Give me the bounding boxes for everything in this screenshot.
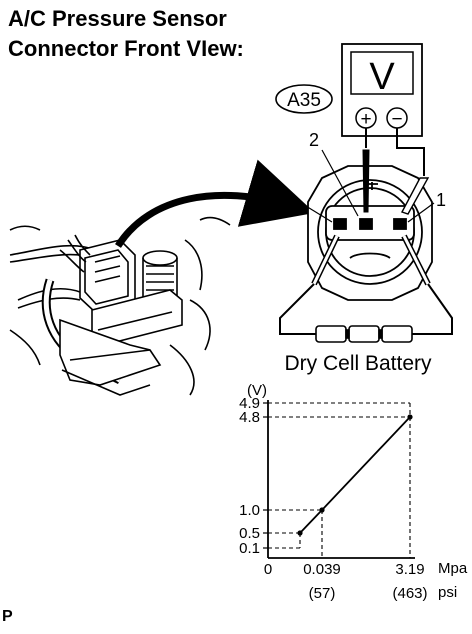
x-secondary-tick-label: (57) (309, 585, 336, 602)
pin-3 (333, 218, 347, 230)
data-point (407, 414, 413, 420)
title-line-1: A/C Pressure Sensor (8, 6, 227, 31)
pin-label-1: 1 (436, 190, 446, 210)
pin-label-3: 3 (257, 164, 267, 184)
pin-label-2: 2 (309, 130, 319, 150)
y-tick-label: 4.9 (239, 395, 260, 412)
battery-label: Dry Cell Battery (284, 352, 432, 375)
pin-1 (393, 218, 407, 230)
x-tick-label: 0.039 (303, 561, 341, 578)
y-tick-label: 1.0 (239, 502, 260, 519)
sensor-illustration (9, 216, 231, 396)
voltmeter: V + − (341, 43, 423, 137)
title-line-2: Connector Front VIew: (8, 36, 244, 61)
connector-id-text: A35 (287, 90, 321, 111)
y-axis-unit: (V) (247, 382, 267, 399)
footer-mark: P (2, 608, 13, 625)
y-tick-label: 0.1 (239, 540, 260, 557)
x-secondary-tick-label: (463) (392, 585, 427, 602)
y-tick-label: 4.8 (239, 409, 260, 426)
voltmeter-minus-terminal: − (391, 109, 402, 130)
pin-2 (359, 218, 373, 230)
voltage-pressure-chart: (V) 0.10.5 1.0 4.84.9 0 0.039 3.19 (57) (463) M… (239, 382, 468, 602)
data-point (297, 530, 303, 536)
pin-labels: 2 3 1 (257, 130, 446, 223)
connector-id-badge: A35 (275, 84, 333, 114)
voltmeter-plus-terminal: + (360, 109, 371, 130)
dry-cell-battery (315, 325, 413, 343)
x-axis-secondary-unit: psi (438, 584, 457, 601)
data-point (319, 507, 325, 513)
x-axis-unit: Mpa (438, 560, 468, 577)
test-leads (279, 128, 453, 335)
x-tick-label: 3.19 (395, 561, 424, 578)
voltmeter-symbol: V (369, 56, 395, 98)
pointer-arrow (115, 159, 315, 248)
y-tick-label: 0.5 (239, 525, 260, 542)
series-line (299, 416, 411, 534)
x-tick-label: 0 (264, 561, 272, 578)
connector-front-view (307, 165, 433, 301)
